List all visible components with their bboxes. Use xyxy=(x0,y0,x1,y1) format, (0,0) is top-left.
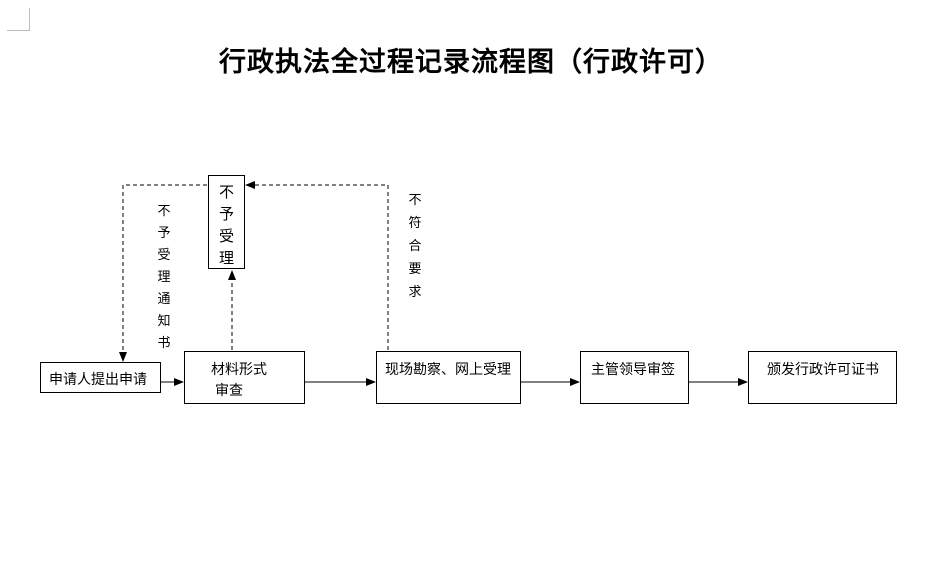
edge-label-char: 要 xyxy=(408,262,422,277)
dashed-reject-to-apply xyxy=(119,184,207,362)
edge-label-not-meet-requirements: 不 符 合 要 求 xyxy=(408,189,422,304)
node-issue-license-label: 颁发行政许可证书 xyxy=(767,362,879,378)
node-material-review-line1: 材料形式 xyxy=(211,362,267,378)
page-corner-mark xyxy=(7,8,30,31)
node-material-review-line2: 审查 xyxy=(215,383,243,399)
edge-label-char: 合 xyxy=(408,239,422,254)
edge-label-char: 知 xyxy=(157,314,171,329)
node-reject-char: 受 xyxy=(219,227,235,245)
edge-label-char: 不 xyxy=(157,204,171,219)
edge-label-char: 予 xyxy=(157,226,171,241)
node-issue-license: 颁发行政许可证书 xyxy=(748,351,897,404)
node-apply-label: 申请人提出申请 xyxy=(49,372,147,388)
node-leader-approval: 主管领导审签 xyxy=(580,351,689,404)
edge-label-char: 不 xyxy=(408,193,422,208)
edge-label-char: 理 xyxy=(157,270,171,285)
edge-label-rejection-notice: 不 予 受 理 通 知 书 xyxy=(157,201,171,355)
node-onsite-acceptance: 现场勘察、网上受理 xyxy=(376,351,521,404)
node-onsite-acceptance-label: 现场勘察、网上受理 xyxy=(385,362,511,378)
node-reject: 不 予 受 理 xyxy=(208,175,245,269)
edge-label-char: 求 xyxy=(408,285,422,300)
dashed-onsite-to-reject xyxy=(245,181,389,350)
edge-label-char: 通 xyxy=(157,292,171,307)
edge-label-char: 受 xyxy=(157,248,171,263)
node-reject-char: 理 xyxy=(219,249,235,267)
node-leader-approval-label: 主管领导审签 xyxy=(591,362,675,378)
page-title: 行政执法全过程记录流程图（行政许可） xyxy=(219,47,723,78)
edge-label-char: 书 xyxy=(157,336,171,351)
node-apply: 申请人提出申请 xyxy=(40,362,161,393)
node-material-review: 材料形式 审查 xyxy=(184,351,305,404)
node-reject-char: 不 xyxy=(219,183,235,201)
edge-label-char: 符 xyxy=(408,216,422,231)
node-reject-char: 予 xyxy=(219,205,235,223)
